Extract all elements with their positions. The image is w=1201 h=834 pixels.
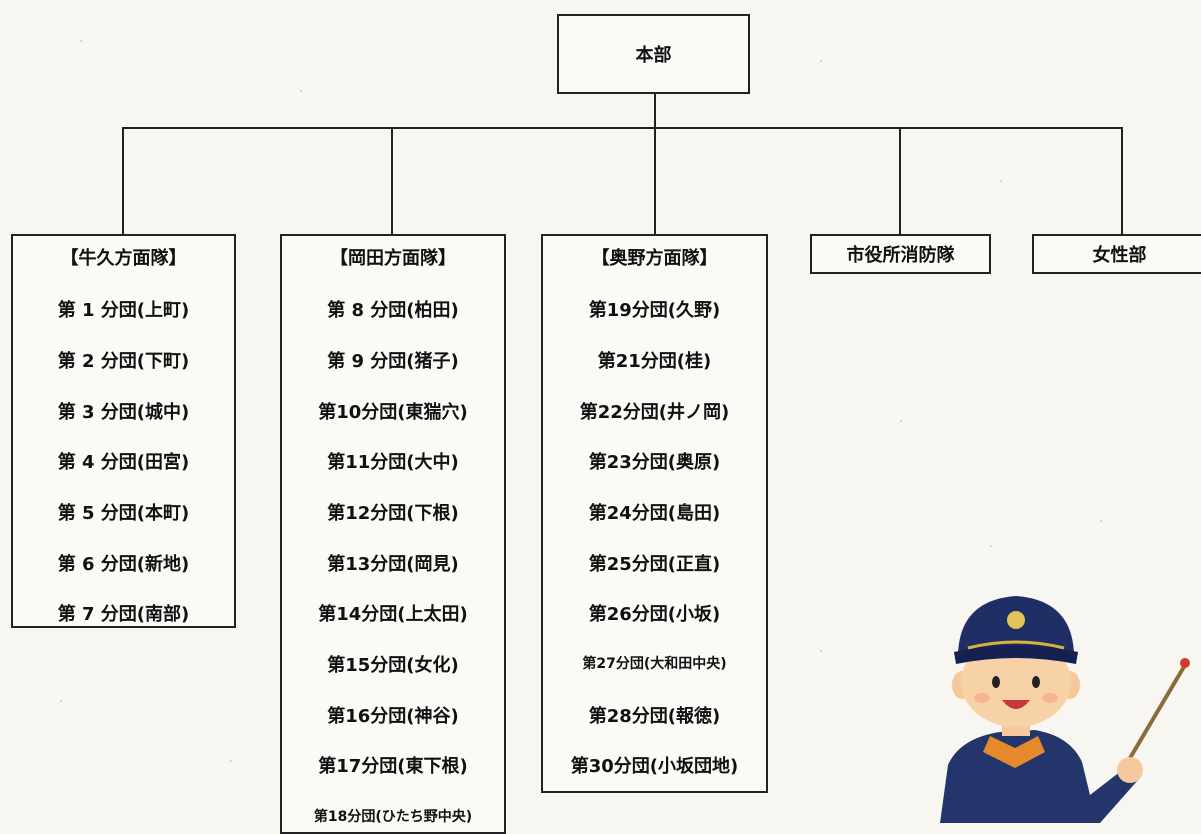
list-item: 第 6 分団(新地): [57, 554, 190, 575]
list-item: 第14分団(上太田): [318, 604, 468, 625]
list-item: 第18分団(ひたち野中央): [313, 809, 473, 825]
okuno-district-title: 【奥野方面隊】: [591, 248, 718, 269]
list-item: 第 7 分団(南部): [57, 604, 190, 625]
women-unit-label: 女性部: [1092, 245, 1147, 266]
list-item: 第 5 分団(本町): [57, 503, 190, 524]
list-item: 第27分団(大和田中央): [582, 656, 727, 672]
list-item: 第25分団(正直): [588, 554, 721, 575]
okuno-district-box: 【奥野方面隊】 第19分団(久野) 第21分団(桂) 第22分団(井ノ岡) 第2…: [541, 234, 768, 793]
list-item: 第 9 分団(猪子): [327, 351, 459, 372]
face: [961, 637, 1071, 727]
pointer-stick: [1118, 663, 1187, 777]
cap-badge: [1007, 611, 1025, 629]
branch-ushiku: [122, 127, 124, 235]
women-unit-box: 女性部: [1032, 234, 1201, 274]
list-item: 第13分団(岡見): [327, 554, 459, 575]
list-item: 第17分団(東下根): [318, 756, 468, 777]
firefighter-illustration: [940, 596, 1190, 823]
city-hall-unit-label: 市役所消防隊: [846, 245, 955, 266]
list-item: 第16分団(神谷): [327, 706, 459, 727]
branch-okada: [391, 127, 393, 235]
headquarters-box: 本部: [557, 14, 750, 94]
branch-bar: [122, 127, 1123, 129]
collar: [983, 736, 1045, 768]
branch-city-hall: [899, 127, 901, 235]
list-item: 第11分団(大中): [327, 452, 459, 473]
list-item: 第22分団(井ノ岡): [579, 402, 730, 423]
list-item: 第 4 分団(田宮): [57, 452, 190, 473]
list-item: 第26分団(小坂): [588, 604, 721, 625]
city-hall-unit-box: 市役所消防隊: [810, 234, 991, 274]
list-item: 第10分団(東猯穴): [318, 402, 468, 423]
hand: [1117, 757, 1143, 783]
pointer-tip: [1180, 658, 1190, 668]
okada-district-box: 【岡田方面隊】 第 8 分団(柏田) 第 9 分団(猪子) 第10分団(東猯穴)…: [280, 234, 506, 834]
list-item: 第 8 分団(柏田): [327, 300, 459, 321]
headquarters-label: 本部: [635, 45, 672, 66]
list-item: 第21分団(桂): [597, 351, 712, 372]
okada-district-title: 【岡田方面隊】: [330, 248, 456, 269]
ushiku-district-title: 【牛久方面隊】: [60, 248, 187, 269]
list-item: 第 3 分団(城中): [57, 402, 190, 423]
list-item: 第 1 分団(上町): [57, 300, 190, 321]
hq-stem: [654, 94, 656, 128]
list-item: 第12分団(下根): [327, 503, 459, 524]
list-item: 第24分団(島田): [588, 503, 721, 524]
list-item: 第 2 分団(下町): [57, 351, 190, 372]
branch-okuno: [654, 127, 656, 235]
list-item: 第15分団(女化): [327, 655, 459, 676]
list-item: 第28分団(報徳): [588, 706, 721, 727]
ushiku-district-box: 【牛久方面隊】 第 1 分団(上町) 第 2 分団(下町) 第 3 分団(城中)…: [11, 234, 236, 628]
list-item: 第23分団(奥原): [588, 452, 721, 473]
list-item: 第30分団(小坂団地): [570, 756, 739, 777]
list-item: 第19分団(久野): [588, 300, 721, 321]
branch-women: [1121, 127, 1123, 235]
